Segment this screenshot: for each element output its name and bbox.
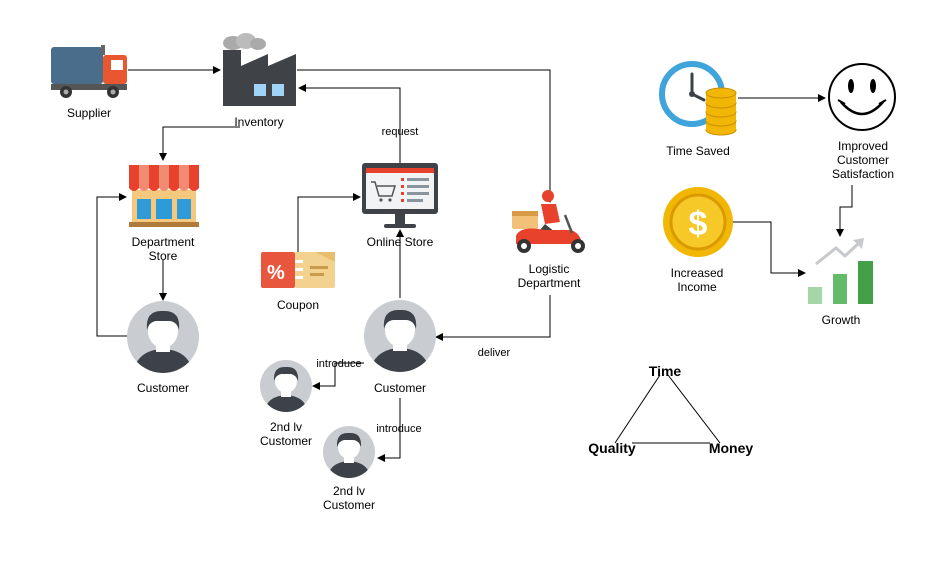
edge-introduce-b: [377, 398, 401, 462]
avatar-customer-left: [127, 301, 199, 373]
customer-center-label: Customer: [373, 381, 426, 395]
logistic-department-label: Logistic Department: [517, 262, 581, 290]
edge-customer-to-department-store: [96, 193, 128, 337]
clock-coins-icon: [659, 61, 737, 136]
deliver-edge-label: deliver: [477, 347, 511, 359]
coupon-label: Coupon: [276, 298, 320, 312]
edge-inventory-to-department-store: [159, 126, 240, 161]
edge-income-to-growth: [733, 221, 806, 277]
edge-online-store-to-inventory: [298, 84, 401, 163]
edge-introduce-a: [312, 362, 364, 390]
avatar-second-lv-customer-a: [260, 360, 312, 412]
connectors: [96, 66, 853, 462]
introduce-b-edge-label: introduce: [376, 423, 422, 435]
customer-left-label: Customer: [136, 381, 189, 395]
online-store-label: Online Store: [366, 235, 434, 249]
growth-label: Growth: [821, 313, 861, 327]
avatar-second-lv-customer-b: [323, 426, 375, 478]
edge-coupon-to-online-store: [297, 193, 361, 252]
triangle-time-label: Time: [648, 363, 682, 379]
avatar-customer-center: [364, 300, 436, 372]
increased-income-label: Increased Income: [670, 266, 724, 294]
triangle-money-label: Money: [708, 440, 754, 456]
delivery-scooter-icon: [512, 190, 585, 253]
truck-icon: [51, 45, 127, 98]
edge-logistic-deliver-to-customer: [435, 295, 551, 341]
request-edge-label: request: [381, 126, 419, 138]
time-saved-label: Time Saved: [666, 144, 730, 158]
edge-inventory-to-logistic: [297, 69, 554, 203]
growth-chart-icon: [808, 238, 873, 304]
monitor-shopping-icon: [362, 163, 438, 228]
factory-icon: [223, 33, 296, 106]
improved-satisfaction-label: Improved Customer Satisfaction: [831, 139, 895, 181]
coupon-icon: %: [261, 252, 335, 288]
store-icon: [129, 165, 199, 227]
smiley-icon: [828, 63, 896, 131]
triangle-quality-label: Quality: [588, 440, 636, 456]
coin-icon: $: [663, 187, 733, 257]
introduce-a-edge-label: introduce: [316, 358, 362, 370]
triangle-diagram: [614, 374, 721, 444]
department-store-label: Department Store: [131, 235, 195, 263]
supplier-label: Supplier: [66, 106, 112, 120]
second-lv-customer-a-label: 2nd lv Customer: [259, 420, 312, 448]
inventory-label: Inventory: [234, 115, 284, 129]
svg-text:%: %: [267, 262, 285, 284]
svg-text:$: $: [689, 205, 708, 243]
second-lv-customer-b-label: 2nd lv Customer: [322, 484, 375, 512]
edge-satisfaction-to-growth: [836, 185, 853, 237]
